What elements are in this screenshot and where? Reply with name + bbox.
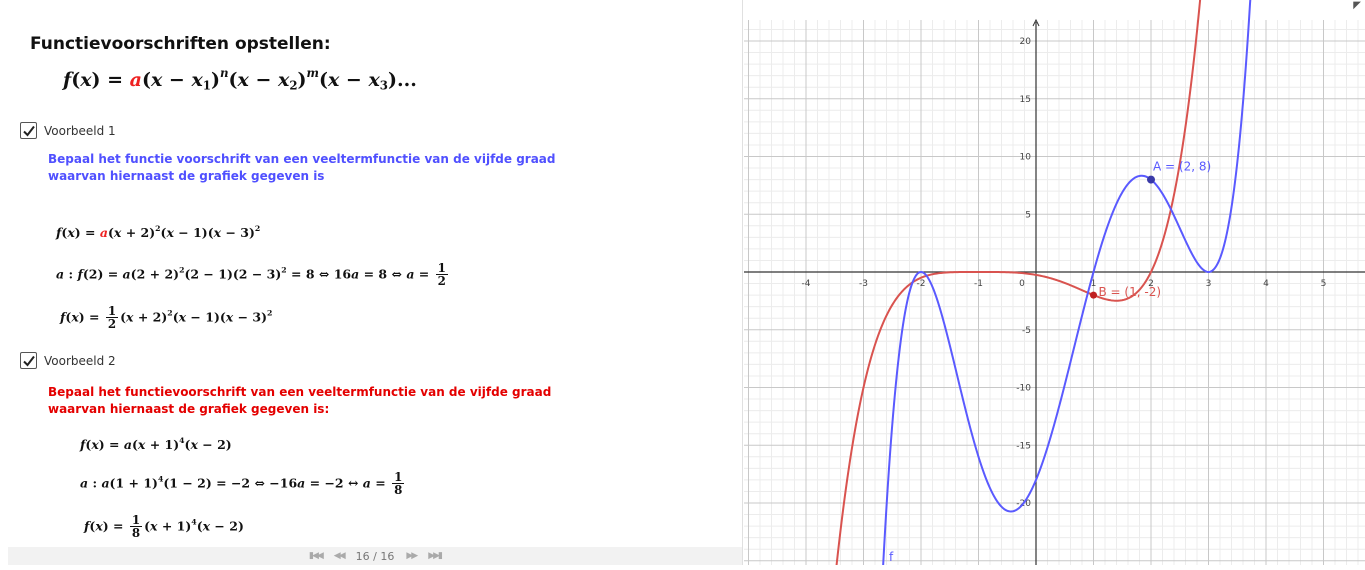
y-tick-label: 15: [1020, 95, 1031, 105]
y-tick-label: -10: [1016, 384, 1031, 394]
x-tick-label: -4: [802, 279, 811, 289]
example-1-task: Bepaal het functie voorschrift van een v…: [48, 151, 556, 185]
voorbeeld-1-label: Voorbeeld 1: [44, 123, 116, 138]
x-tick-label: 1: [1091, 279, 1097, 289]
x-tick-label: 5: [1321, 279, 1327, 289]
point-b-label: B = (1, -2): [1099, 285, 1162, 299]
x-tick-label: 0: [1019, 279, 1025, 289]
example-2-task-line-2: waarvan hiernaast de grafiek gegeven is:: [48, 402, 330, 416]
example-2-task: Bepaal het functievoorschrift van een ve…: [48, 384, 551, 418]
page-indicator: 16 / 16: [355, 549, 395, 563]
point-a[interactable]: [1147, 175, 1155, 184]
next-page-icon[interactable]: ▶▶: [406, 551, 418, 561]
voorbeeld-1-toggle[interactable]: Voorbeeld 1: [20, 122, 116, 139]
x-tick-label: -3: [859, 279, 868, 289]
y-tick-label: 20: [1020, 37, 1032, 47]
general-formula: f(x) = a(x − x1)n(x − x2)m(x − x3)...: [63, 66, 417, 93]
x-tick-label: 2: [1148, 279, 1154, 289]
x-tick-label: 4: [1263, 279, 1269, 289]
red-function-curve[interactable]: [744, 0, 1365, 570]
function-f-label: f: [889, 550, 894, 564]
voorbeeld-2-checkbox[interactable]: [20, 352, 37, 369]
y-axis-arrow-icon: [1032, 18, 1040, 27]
first-page-icon[interactable]: ▮◀◀: [309, 551, 324, 561]
voorbeeld-2-label: Voorbeeld 2: [44, 353, 116, 368]
graph-background: [744, 20, 1365, 565]
y-tick-label: -5: [1022, 326, 1031, 336]
checkmark-icon: [22, 355, 35, 367]
example-1-formula-2: a : f(2) = a(2 + 2)2(2 − 1)(2 − 3)2 = 8 …: [56, 261, 448, 289]
checkmark-icon: [22, 125, 35, 137]
voorbeeld-1-checkbox[interactable]: [20, 122, 37, 139]
page-title: Functievoorschriften opstellen:: [30, 34, 331, 54]
y-tick-label: -15: [1016, 441, 1031, 451]
blue-function-curve[interactable]: [744, 0, 1365, 570]
y-tick-label: 5: [1025, 210, 1031, 220]
x-tick-label: -1: [974, 279, 983, 289]
example-2-formula-2: a : a(1 + 1)4(1 − 2) = −2 ⇔ −16a = −2 ↔ …: [80, 470, 405, 498]
last-page-icon[interactable]: ▶▶▮: [428, 551, 443, 561]
page-navigation-bar: ▮◀◀ ◀◀ 16 / 16 ▶▶ ▶▶▮: [8, 547, 742, 565]
example-2-task-line-1: Bepaal het functievoorschrift van een ve…: [48, 385, 552, 399]
y-tick-label: 10: [1020, 153, 1032, 163]
algebra-panel: Functievoorschriften opstellen: f(x) = a…: [8, 0, 743, 565]
example-1-task-line-1: Bepaal het functie voorschrift van een v…: [48, 152, 556, 166]
x-tick-label: 3: [1206, 279, 1212, 289]
point-a-label: A = (2, 8): [1153, 160, 1211, 174]
previous-page-icon[interactable]: ◀◀: [333, 551, 346, 561]
style-bar-toggle-icon[interactable]: ◤: [1353, 0, 1361, 11]
example-1-formula-1: f(x) = a(x + 2)2(x − 1)(x − 3)2: [56, 224, 261, 240]
x-tick-label: -2: [917, 279, 926, 289]
point-b[interactable]: [1090, 291, 1097, 299]
example-1-task-line-2: waarvan hiernaast de grafiek gegeven is: [48, 169, 325, 183]
voorbeeld-2-toggle[interactable]: Voorbeeld 2: [20, 352, 116, 369]
example-2-formula-1: f(x) = a(x + 1)4(x − 2): [80, 436, 232, 452]
